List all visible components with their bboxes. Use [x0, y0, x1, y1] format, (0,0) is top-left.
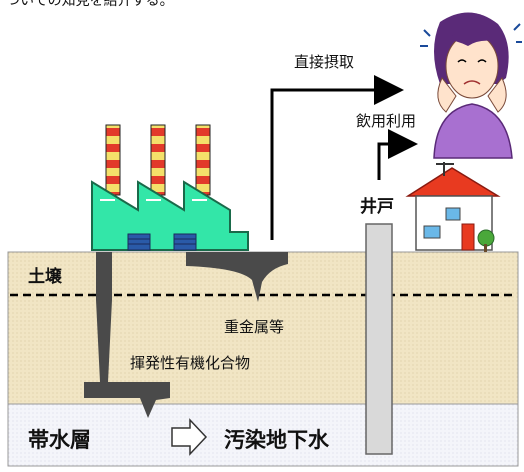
drinking-use-label: 飲用利用	[356, 112, 417, 130]
direct-intake-arrow	[270, 75, 404, 240]
heavy-metals-label: 重金属等	[224, 318, 285, 336]
well-pipe	[365, 223, 393, 455]
heavy-metal-plume	[186, 252, 288, 302]
worried-person-icon	[420, 12, 522, 159]
aquifer-layer	[7, 403, 519, 467]
factory-icon	[91, 124, 249, 251]
vocs-label: 揮発性有機化合物	[130, 354, 251, 372]
top-caption-text: ついての知見を紹介する。	[6, 0, 174, 9]
right-arrow-icon	[171, 418, 208, 456]
soil-label: 土壌	[28, 267, 62, 287]
well-label: 井戸	[360, 197, 394, 217]
drinking-use-arrow	[377, 129, 418, 180]
direct-intake-label: 直接摂取	[294, 53, 355, 71]
aquifer-label: 帯水層	[28, 428, 91, 452]
contaminated-groundwater-label: 汚染地下水	[224, 428, 329, 452]
voc-plume	[84, 252, 170, 418]
house-icon	[405, 162, 501, 252]
